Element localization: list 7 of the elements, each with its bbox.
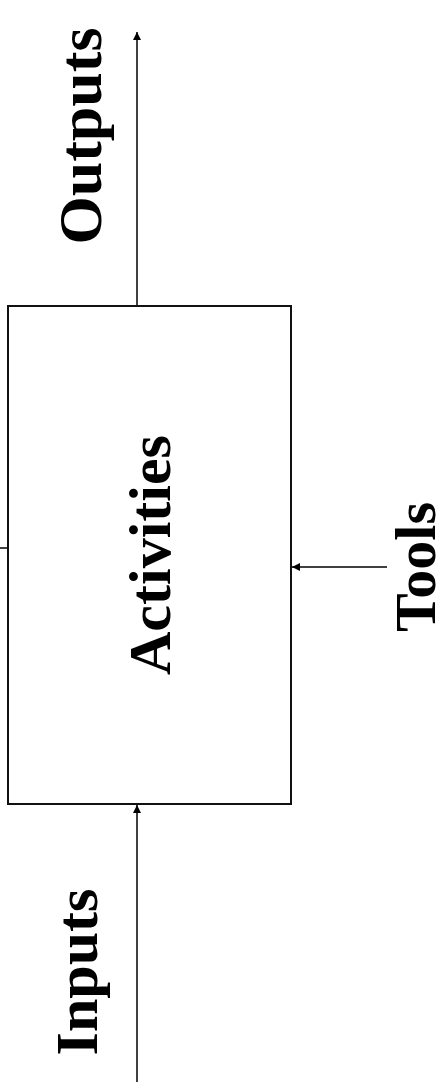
line	[0, 547, 8, 549]
arrow	[133, 31, 141, 306]
box-label: Activities	[119, 435, 180, 675]
process-box	[7, 305, 292, 805]
arrow	[291, 563, 388, 571]
arrow	[133, 804, 141, 1083]
node-label: Tools	[387, 502, 445, 632]
